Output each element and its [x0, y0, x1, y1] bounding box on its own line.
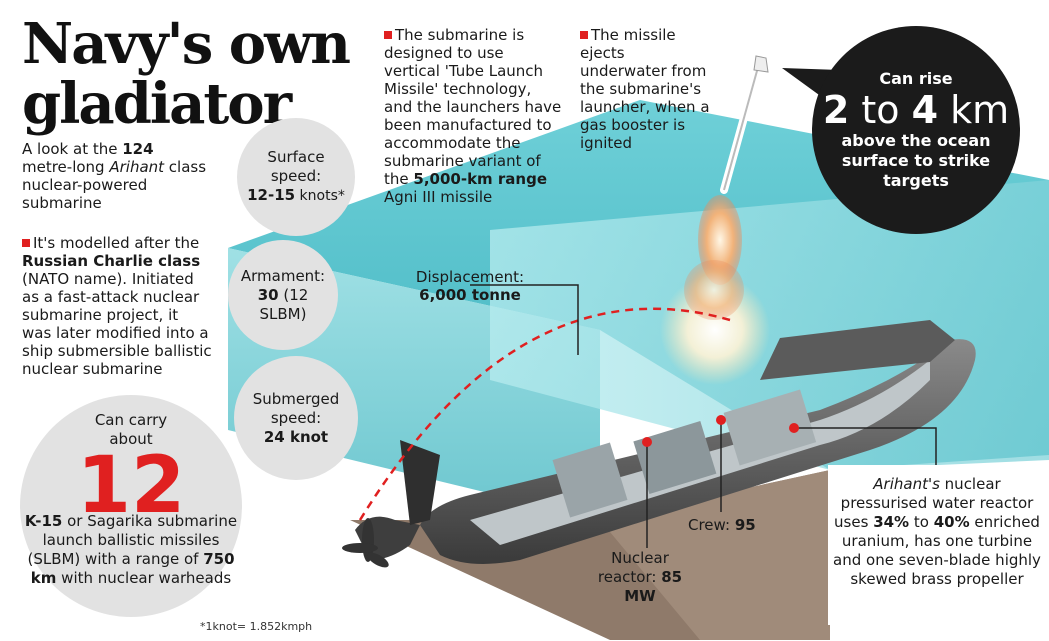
bullet-marker	[22, 239, 30, 247]
submarine-sail	[760, 320, 955, 380]
rise-height-callout: Can rise 2 to 4 km above the ocean surfa…	[812, 26, 1020, 234]
armament-stat: Armament: 30 (12 SLBM)	[228, 240, 338, 350]
reactor-description: Arihant's nuclear pressurised water reac…	[828, 465, 1046, 625]
launch-text: The submarine is designed to use vertica…	[384, 26, 562, 206]
rise-range: 2 to 4 km	[822, 88, 1010, 132]
title-line-2: gladiator	[22, 71, 292, 137]
crew-label: Crew: 95	[688, 516, 756, 534]
bullet-marker	[384, 31, 392, 39]
intro-text: A look at the 124 metre-long Arihant cla…	[22, 140, 207, 212]
can-carry-stat: Can carry about 12	[20, 395, 242, 617]
bullet-marker	[580, 31, 588, 39]
carry-text: K-15 or Sagarika submarine launch ballis…	[24, 512, 238, 587]
missile-trajectory	[358, 307, 731, 521]
surface-speed-stat: Surface speed: 12-15 knots*	[237, 118, 355, 236]
displacement-label: Displacement: 6,000 tonne	[415, 268, 525, 304]
title-line-1: Navy's own	[22, 11, 351, 77]
missile-count: 12	[76, 441, 186, 531]
page-title: Navy's own gladiator	[22, 11, 351, 137]
submerged-speed-stat: Submerged speed: 24 knot	[234, 356, 358, 480]
missile-text: The missile ejects underwater from the s…	[580, 26, 710, 152]
footnote: *1knot= 1.852kmph	[200, 620, 313, 633]
model-text: It's modelled after the Russian Charlie …	[22, 234, 212, 378]
reactor-label: Nuclear reactor: 85 MW	[597, 549, 683, 605]
